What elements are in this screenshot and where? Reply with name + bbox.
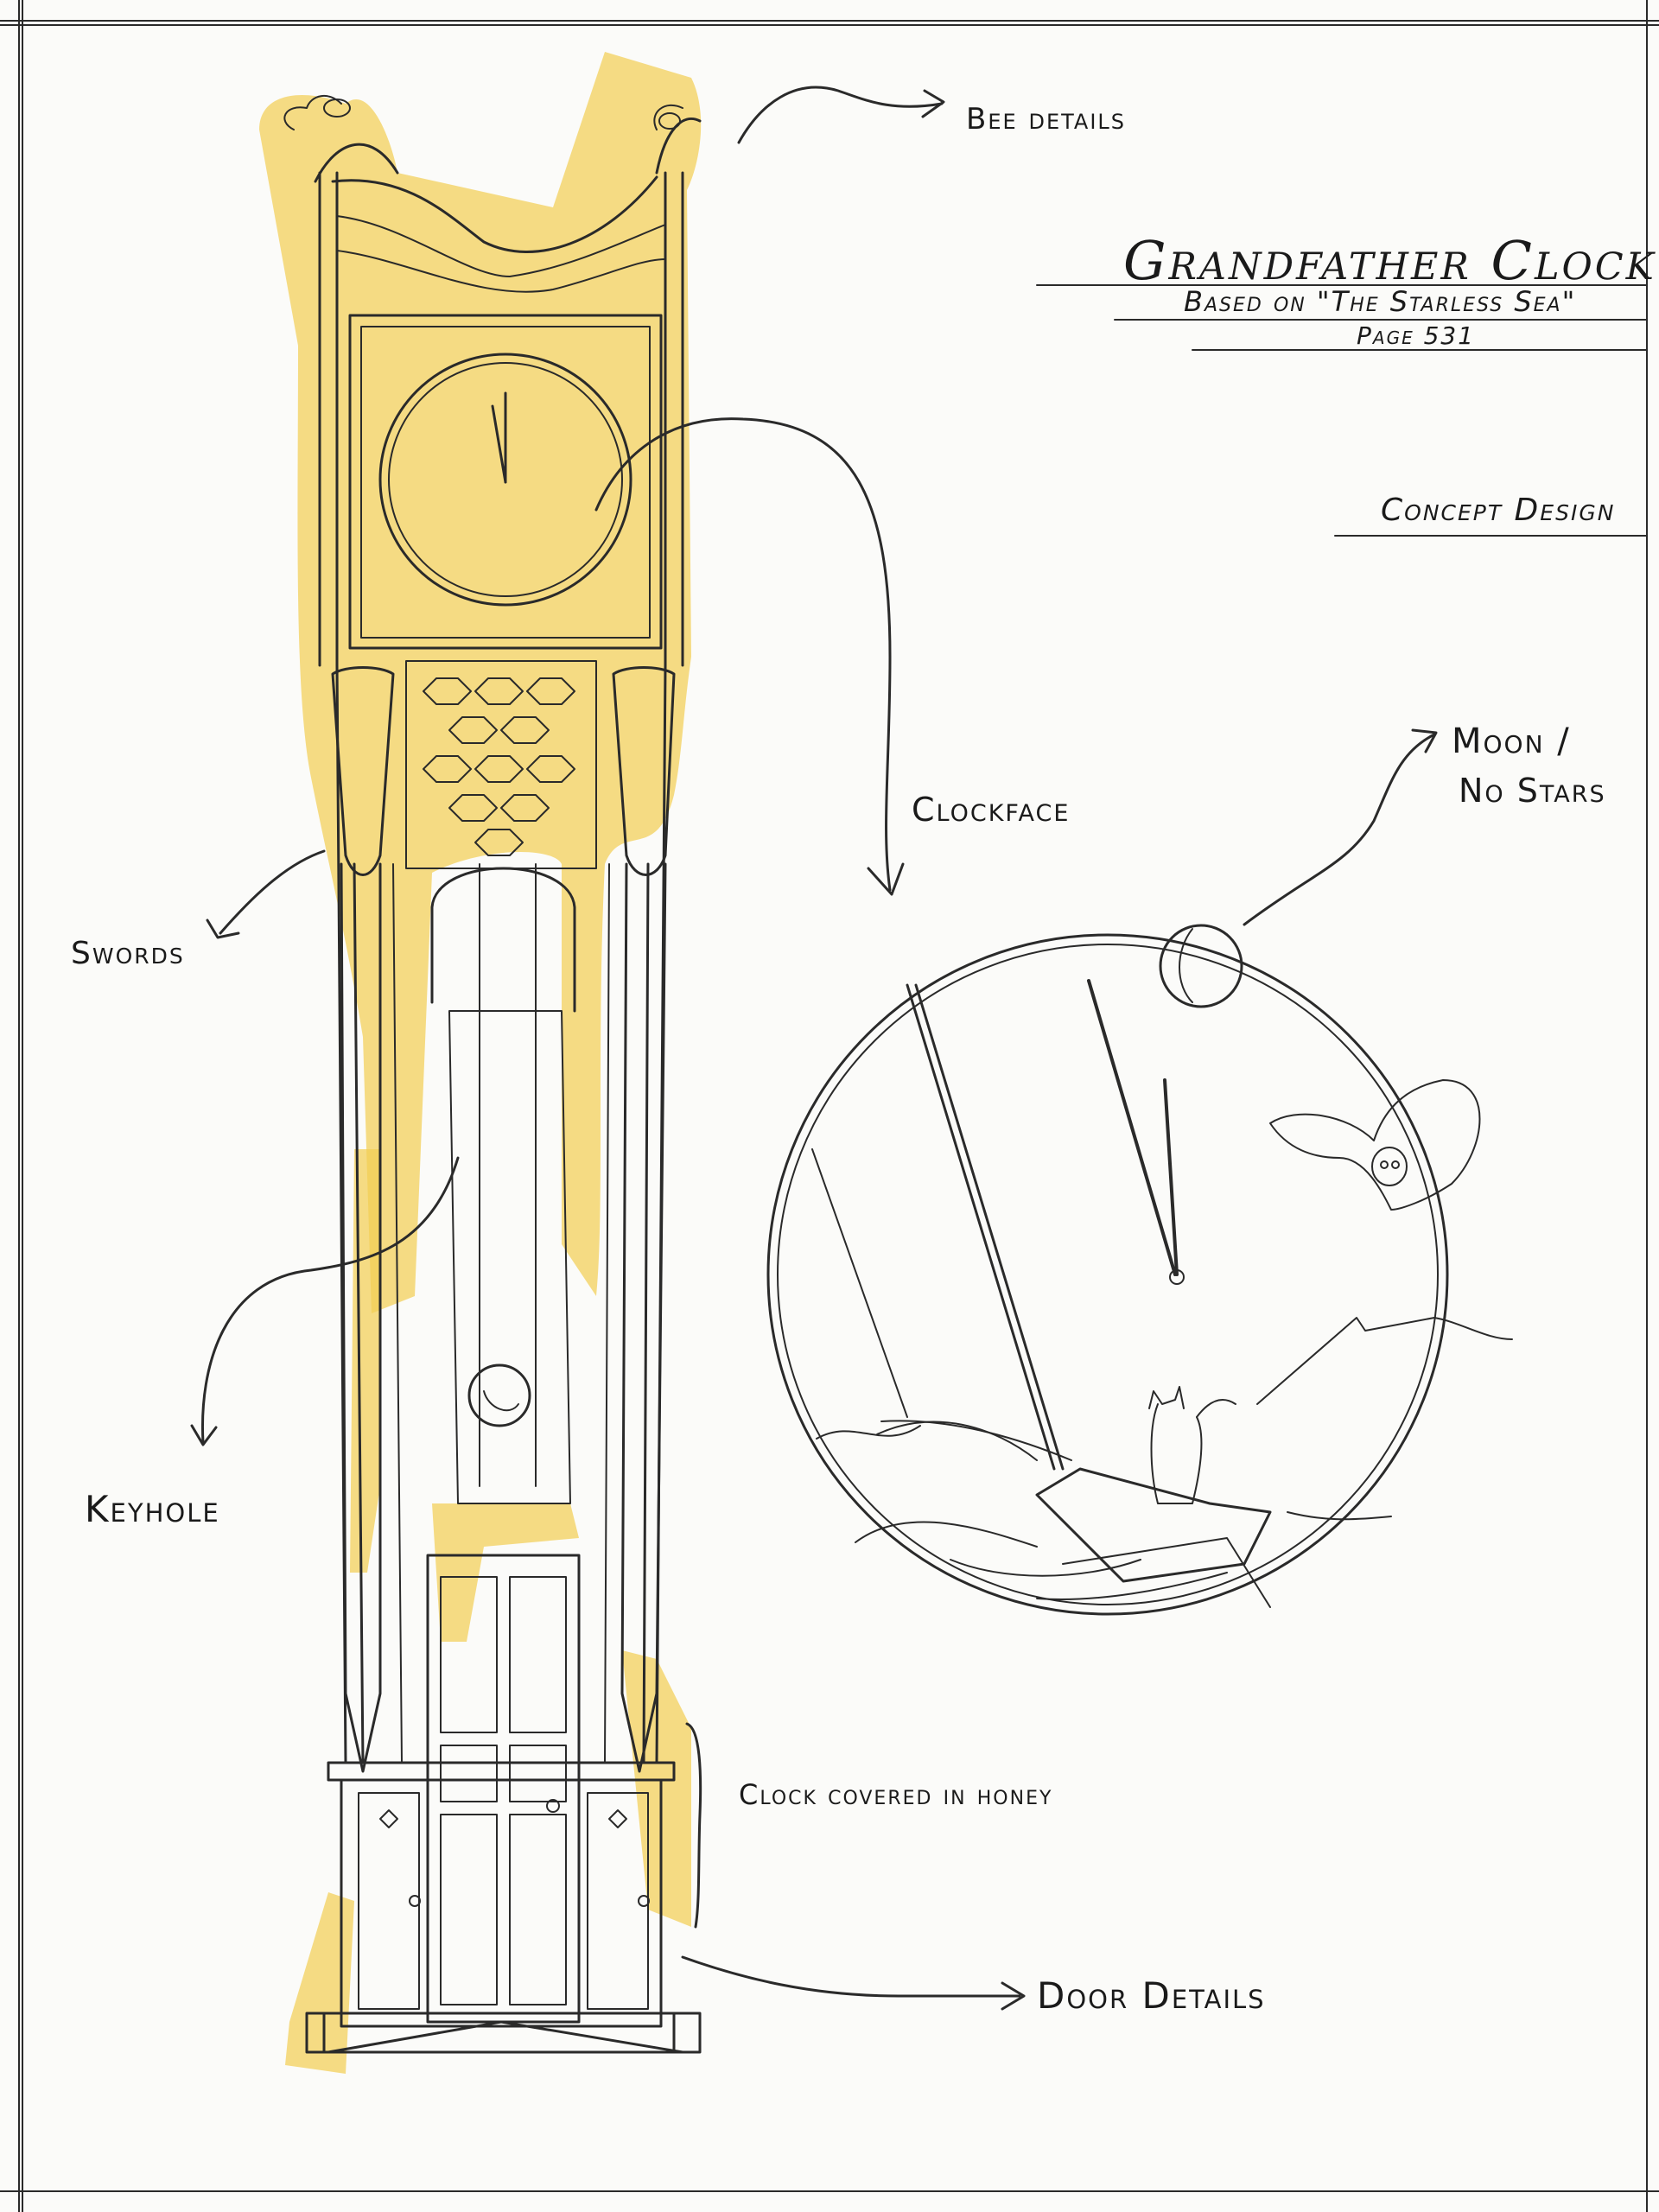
moon-label: Moon / xyxy=(1452,721,1571,761)
keyhole-label: Keyhole xyxy=(85,1488,220,1530)
honeycomb-pattern xyxy=(423,677,575,856)
no-stars-label: No Stars xyxy=(1459,772,1606,810)
title-block-lines xyxy=(1036,284,1648,537)
annotation-arrows xyxy=(190,86,1438,2011)
concept-design-stamp: Concept Design xyxy=(1381,493,1616,528)
grandfather-clock-drawing xyxy=(259,52,702,2074)
moon-icon xyxy=(1159,924,1243,1008)
page-reference: Page 531 xyxy=(1357,321,1476,350)
drawing-subtitle: Based on "The Starless Sea" xyxy=(1184,285,1577,318)
drawing-title: Grandfather Clock xyxy=(1123,229,1656,292)
clockface-label: Clockface xyxy=(912,791,1071,829)
cat-icon xyxy=(1148,1386,1236,1504)
bee-details-label: Bee details xyxy=(966,102,1127,137)
owl-icon xyxy=(1269,1079,1481,1211)
swords-label: Swords xyxy=(71,936,185,971)
honey-label: Clock covered in honey xyxy=(739,1778,1053,1811)
honey-wash xyxy=(259,52,702,2074)
clockface-detail xyxy=(766,924,1513,1616)
door-details-label: Door Details xyxy=(1037,1974,1266,2017)
